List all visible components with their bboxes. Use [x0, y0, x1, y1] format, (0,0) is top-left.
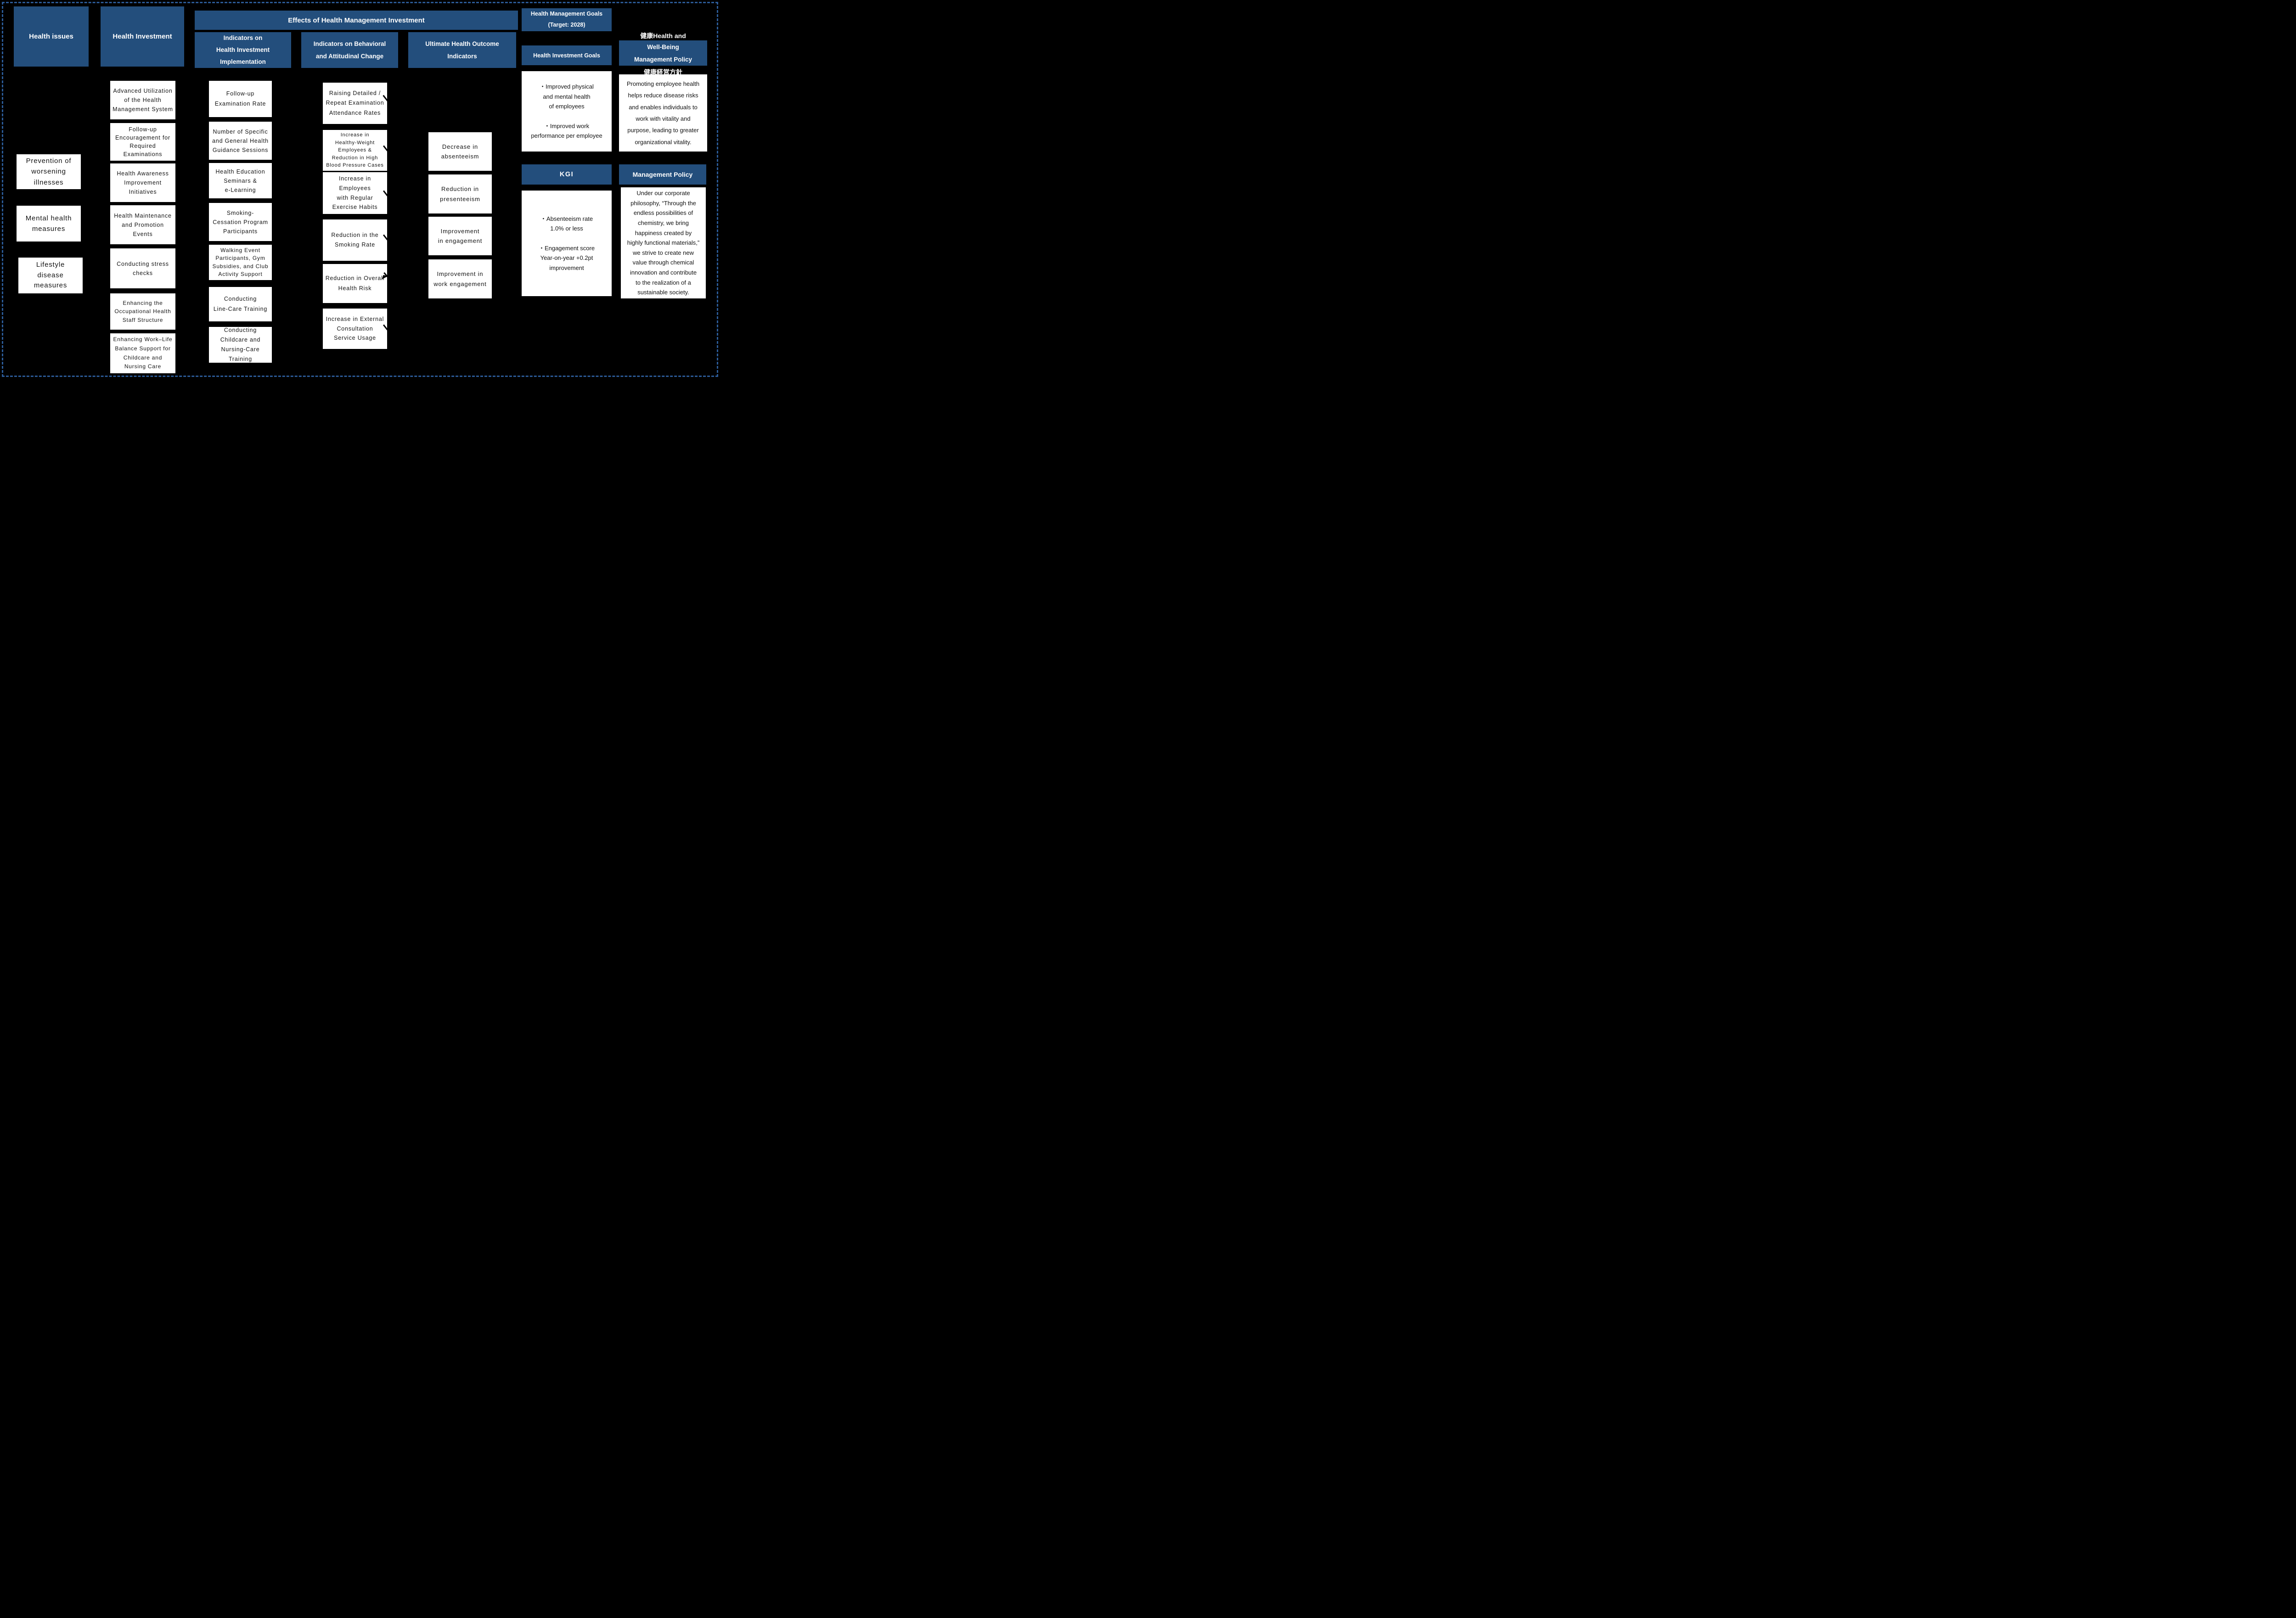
arrowhead-icon: [319, 97, 323, 103]
box-worklife-balance-support: Enhancing Work–Life Balance Support for …: [110, 333, 175, 373]
col1-header-health-issues: Health issues: [14, 6, 89, 67]
box-walking-event-gym: Walking Event Participants, Gym Subsidie…: [209, 245, 272, 280]
col2-header-health-investment: Health Investment: [101, 6, 184, 67]
box-decrease-absenteeism: Decrease in absenteeism: [428, 132, 492, 171]
clipped-text-fragment: 健康経営方針: [644, 69, 682, 74]
box-improvement-engagement: Improvement in engagement: [428, 217, 492, 255]
box-health-awareness: Health Awareness Improvement Initiatives: [110, 163, 175, 202]
box-health-investment-goals: ・Improved physical and mental health of …: [522, 71, 612, 152]
box-reduction-health-risk: Reduction in Overall Health Risk: [323, 264, 387, 303]
box-external-consultation-usage: Increase in External Consultation Servic…: [323, 309, 387, 349]
box-stress-checks: Conducting stress checks: [110, 248, 175, 288]
arrow-fragment: [425, 107, 430, 112]
box-reduction-presenteeism: Reduction in presenteeism: [428, 174, 492, 213]
box-advanced-utilization: Advanced Utilization of the Health Manag…: [110, 81, 175, 119]
col4-header-behavioral-change: Indicators on Behavioral and Attitudinal…: [301, 32, 398, 68]
col6-header-kgi: KGI: [522, 164, 612, 185]
box-reduction-smoking-rate: Reduction in the Smoking Rate: [323, 219, 387, 261]
col7-header-wellbeing-policy: Well-Being Management Policy: [619, 40, 707, 66]
col7-header-management-policy: Management Policy: [619, 164, 706, 185]
box-raising-examination-attendance: Raising Detailed / Repeat Examination At…: [323, 83, 387, 124]
box-healthy-weight-blood-pressure: Increase in Healthy-Weight Employees & R…: [323, 130, 387, 171]
box-childcare-nursing-training: Conducting Childcare and Nursing-Care Tr…: [209, 327, 272, 363]
box-line-care-training: Conducting Line-Care Training: [209, 287, 272, 321]
col6-header-health-investment-goals: Health Investment Goals: [522, 45, 612, 65]
box-regular-exercise-habits: Increase in Employees with Regular Exerc…: [323, 172, 387, 214]
box-occupational-health-staff: Enhancing the Occupational Health Staff …: [110, 293, 175, 330]
box-management-policy-text: Under our corporate philosophy, “Through…: [621, 187, 706, 298]
box-smoking-cessation-participants: Smoking- Cessation Program Participants: [209, 203, 272, 241]
health-management-strategy-diagram: Health issues Prevention of worsening il…: [0, 0, 720, 379]
col6-header-health-management-goals: Health Management Goals (Target: 2028): [522, 8, 612, 31]
box-mental-health-measures: Mental health measures: [17, 206, 81, 242]
box-health-guidance-sessions: Number of Specific and General Health Gu…: [209, 122, 272, 160]
col5-header-ultimate-outcomes: Ultimate Health Outcome Indicators: [408, 32, 516, 68]
box-followup-examination-rate: Follow-up Examination Rate: [209, 81, 272, 117]
col3-header-indicators-implementation: Indicators on Health Investment Implemen…: [195, 32, 291, 68]
box-improvement-work-engagement: Improvement in work engagement: [428, 259, 492, 298]
box-kgi: ・Absenteeism rate 1.0% or less ・Engageme…: [522, 191, 612, 296]
box-wellbeing-policy-text: Promoting employee health helps reduce d…: [619, 74, 707, 152]
box-lifestyle-disease-measures: Lifestyle disease measures: [18, 258, 83, 293]
box-prevention-worsening-illnesses: Prevention of worsening illnesses: [17, 154, 81, 189]
col7-header-overline: 健康Health and: [640, 32, 686, 39]
box-followup-encouragement: Follow-up Encouragement for Required Exa…: [110, 123, 175, 161]
box-health-education-seminars: Health Education Seminars & e-Learning: [209, 163, 272, 198]
box-health-maintenance-events: Health Maintenance and Promotion Events: [110, 205, 175, 244]
effects-banner: Effects of Health Management Investment: [195, 11, 518, 30]
